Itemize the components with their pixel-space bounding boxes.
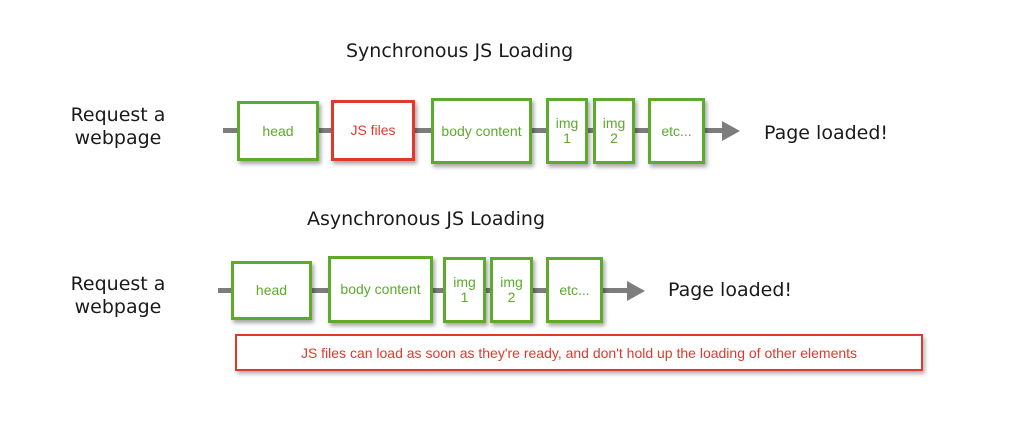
async-arrow-head bbox=[627, 281, 645, 301]
async-box-etc: etc... bbox=[546, 257, 603, 323]
async-title: Asynchronous JS Loading bbox=[307, 208, 546, 230]
sync-request-label: Request a webpage bbox=[70, 104, 166, 149]
async-page-loaded: Page loaded! bbox=[668, 279, 793, 301]
sync-page-loaded: Page loaded! bbox=[764, 122, 889, 144]
sync-box-img-1: img 1 bbox=[546, 98, 588, 164]
sync-arrow-head bbox=[722, 121, 740, 141]
async-box-img-1: img 1 bbox=[443, 257, 486, 323]
sync-box-img-2: img 2 bbox=[593, 98, 635, 164]
sync-box-body-content: body content bbox=[431, 98, 532, 164]
async-box-head: head bbox=[231, 261, 312, 320]
sync-box-head: head bbox=[237, 101, 319, 161]
async-box-body-content: body content bbox=[328, 256, 433, 323]
sync-box-js-files: JS files bbox=[331, 100, 415, 161]
async-box-img-2: img 2 bbox=[490, 257, 533, 323]
sync-title: Synchronous JS Loading bbox=[346, 40, 574, 62]
sync-box-etc: etc... bbox=[648, 98, 705, 164]
async-js-note: JS files can load as soon as they're rea… bbox=[235, 334, 923, 371]
async-request-label: Request a webpage bbox=[70, 273, 166, 318]
